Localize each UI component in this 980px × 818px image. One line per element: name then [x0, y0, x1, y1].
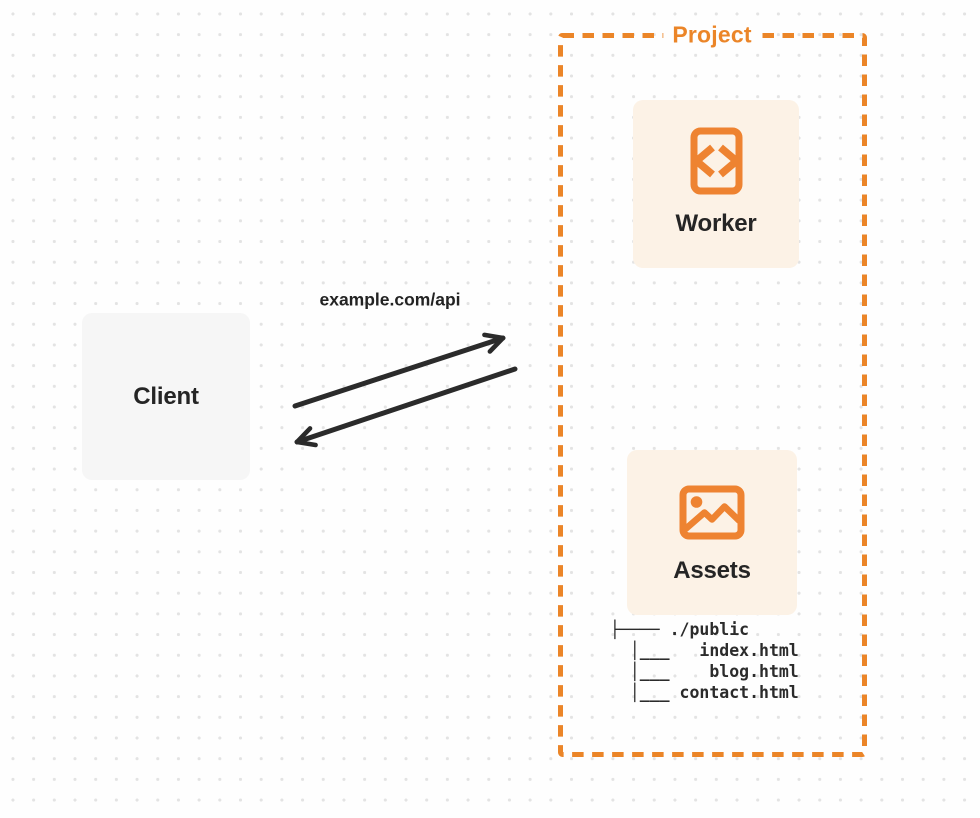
assets-file-tree: ├──── ./public │___ index.html │___ blog… [610, 619, 799, 703]
file-tree-line: │___ blog.html [610, 662, 799, 681]
response-arrow [294, 366, 518, 448]
file-tree-line: ├──── ./public [610, 620, 750, 639]
worker-node-label: Worker [675, 210, 757, 237]
client-node-label: Client [133, 382, 199, 410]
client-node: Client [82, 313, 250, 480]
project-group-label: Project [663, 21, 761, 49]
assets-node-label: Assets [673, 557, 751, 584]
code-file-icon [690, 127, 742, 195]
request-url-label: example.com/api [319, 289, 461, 310]
request-arrow [292, 332, 506, 409]
file-tree-line: │___ index.html [610, 641, 799, 660]
file-tree-line: │___ contact.html [610, 683, 799, 702]
image-icon [679, 485, 745, 540]
worker-node: Worker [633, 100, 799, 268]
assets-node: Assets [627, 450, 797, 615]
